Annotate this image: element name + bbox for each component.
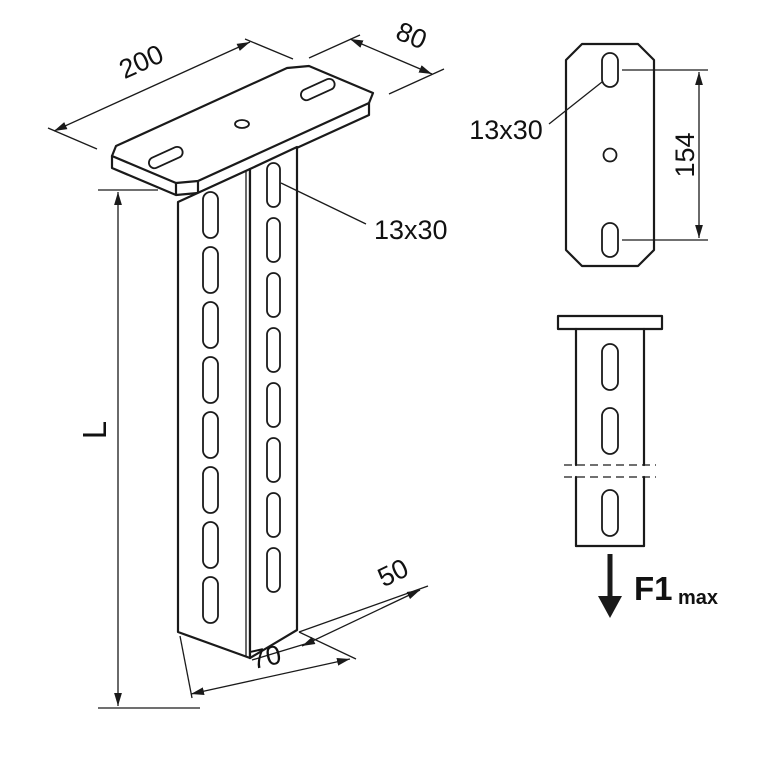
dimension-line	[53, 41, 251, 132]
web-slot	[202, 521, 219, 569]
dimension-line	[301, 589, 421, 647]
plate-center-hole	[602, 147, 618, 163]
channel-slot	[601, 489, 619, 537]
flange-slot	[266, 217, 281, 263]
slot-callout-label: 13x30	[374, 215, 448, 245]
channel-slot	[601, 407, 619, 455]
dim-154-label: 154	[670, 132, 700, 177]
dim-70-label: 70	[248, 639, 284, 675]
web-slot	[202, 301, 219, 349]
callout-13x30: 13x30	[280, 182, 448, 245]
channel-slots-front	[601, 343, 619, 537]
dimension-line	[190, 657, 351, 696]
plate-slot	[300, 77, 336, 102]
flange-slot	[266, 382, 281, 428]
web-slot	[202, 576, 219, 624]
web-slot	[202, 411, 219, 459]
dim-200-label: 200	[115, 39, 168, 85]
plate-slot-bottom	[601, 222, 619, 258]
web-slots	[202, 191, 219, 624]
front-view: F1 max	[556, 314, 718, 618]
plate-slot	[148, 145, 184, 170]
leader-line	[548, 81, 603, 125]
web-slot	[202, 191, 219, 239]
web-slot	[202, 356, 219, 404]
leader-line	[280, 182, 367, 225]
plate-outline	[564, 42, 656, 268]
extension-line	[308, 34, 361, 59]
dim-50-label: 50	[373, 553, 413, 593]
extension-line	[47, 127, 98, 150]
force-name: F1	[634, 570, 673, 607]
extension-line	[298, 631, 357, 660]
web-slot	[202, 466, 219, 514]
slot-callout-label: 13x30	[469, 115, 543, 145]
dimension-line	[349, 38, 433, 75]
dim-154: 154	[622, 69, 708, 241]
top-view: 154 13x30	[469, 42, 708, 268]
dim-80-label: 80	[392, 16, 431, 55]
plate-slot-top	[601, 52, 619, 88]
flange-slot	[266, 162, 281, 208]
extension-line	[244, 38, 294, 60]
break-lines	[564, 464, 656, 478]
channel-body	[574, 327, 646, 548]
channel-slot	[601, 343, 619, 391]
extension-line	[388, 68, 445, 95]
isometric-view: 200 80 L 50 70	[47, 16, 448, 709]
extension-line	[179, 635, 193, 699]
top-plate-thickness	[110, 101, 371, 197]
channel-flange-face	[248, 145, 299, 660]
dim-L: L	[76, 189, 200, 709]
extension-line	[298, 585, 429, 633]
dim-L-label: L	[76, 421, 113, 439]
flange-slot	[266, 547, 281, 593]
dim-70: 70	[179, 631, 357, 699]
web-slot	[202, 246, 219, 294]
force-arrow	[598, 554, 622, 618]
force-label: F1 max	[634, 570, 718, 609]
flange-slot	[266, 437, 281, 483]
flange-slots	[266, 162, 281, 593]
flange-slot	[266, 327, 281, 373]
flange-slot	[266, 272, 281, 318]
callout-13x30-top: 13x30	[469, 81, 603, 145]
flange-slot	[266, 492, 281, 538]
extension-line	[251, 643, 306, 661]
force-subscript: max	[678, 587, 718, 609]
plate-edge	[556, 314, 664, 331]
down-arrow-icon	[598, 596, 622, 618]
